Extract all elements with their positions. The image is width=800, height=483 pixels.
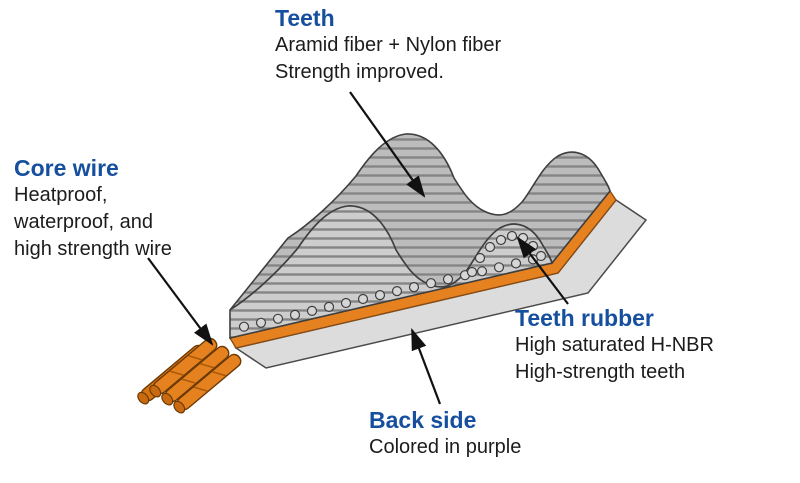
core-wire-label-line: waterproof, and bbox=[14, 211, 153, 233]
back-side-label-line: Colored in purple bbox=[369, 436, 522, 458]
core-wire-label-line: high strength wire bbox=[14, 238, 172, 260]
belt-front-face bbox=[229, 205, 553, 340]
teeth-label-title: Teeth bbox=[275, 5, 335, 31]
teeth-label-line: Strength improved. bbox=[275, 61, 444, 83]
teeth-rubber-label-title: Teeth rubber bbox=[515, 305, 654, 331]
teeth-rubber-label: Teeth rubber High saturated H-NBR High-s… bbox=[515, 304, 714, 386]
core-wire-label-title: Core wire bbox=[14, 155, 119, 181]
back-side-label: Back side Colored in purple bbox=[369, 406, 521, 461]
teeth-label-line: Aramid fiber + Nylon fiber bbox=[275, 34, 502, 56]
teeth-rubber-arrow bbox=[516, 236, 569, 305]
core-wire-label-line: Heatproof, bbox=[14, 184, 108, 206]
core-wire-label: Core wire Heatproof, waterproof, and hig… bbox=[14, 154, 172, 263]
back-side-arrow bbox=[410, 327, 442, 405]
core-wire-arrow bbox=[147, 257, 214, 346]
back-side-label-title: Back side bbox=[369, 407, 477, 433]
core-wires bbox=[137, 337, 242, 414]
teeth-arrow bbox=[349, 91, 426, 198]
teeth-rubber-label-line: High-strength teeth bbox=[515, 361, 686, 383]
teeth-rubber-label-line: High saturated H-NBR bbox=[515, 334, 714, 356]
teeth-label: Teeth Aramid fiber + Nylon fiber Strengt… bbox=[275, 4, 501, 86]
